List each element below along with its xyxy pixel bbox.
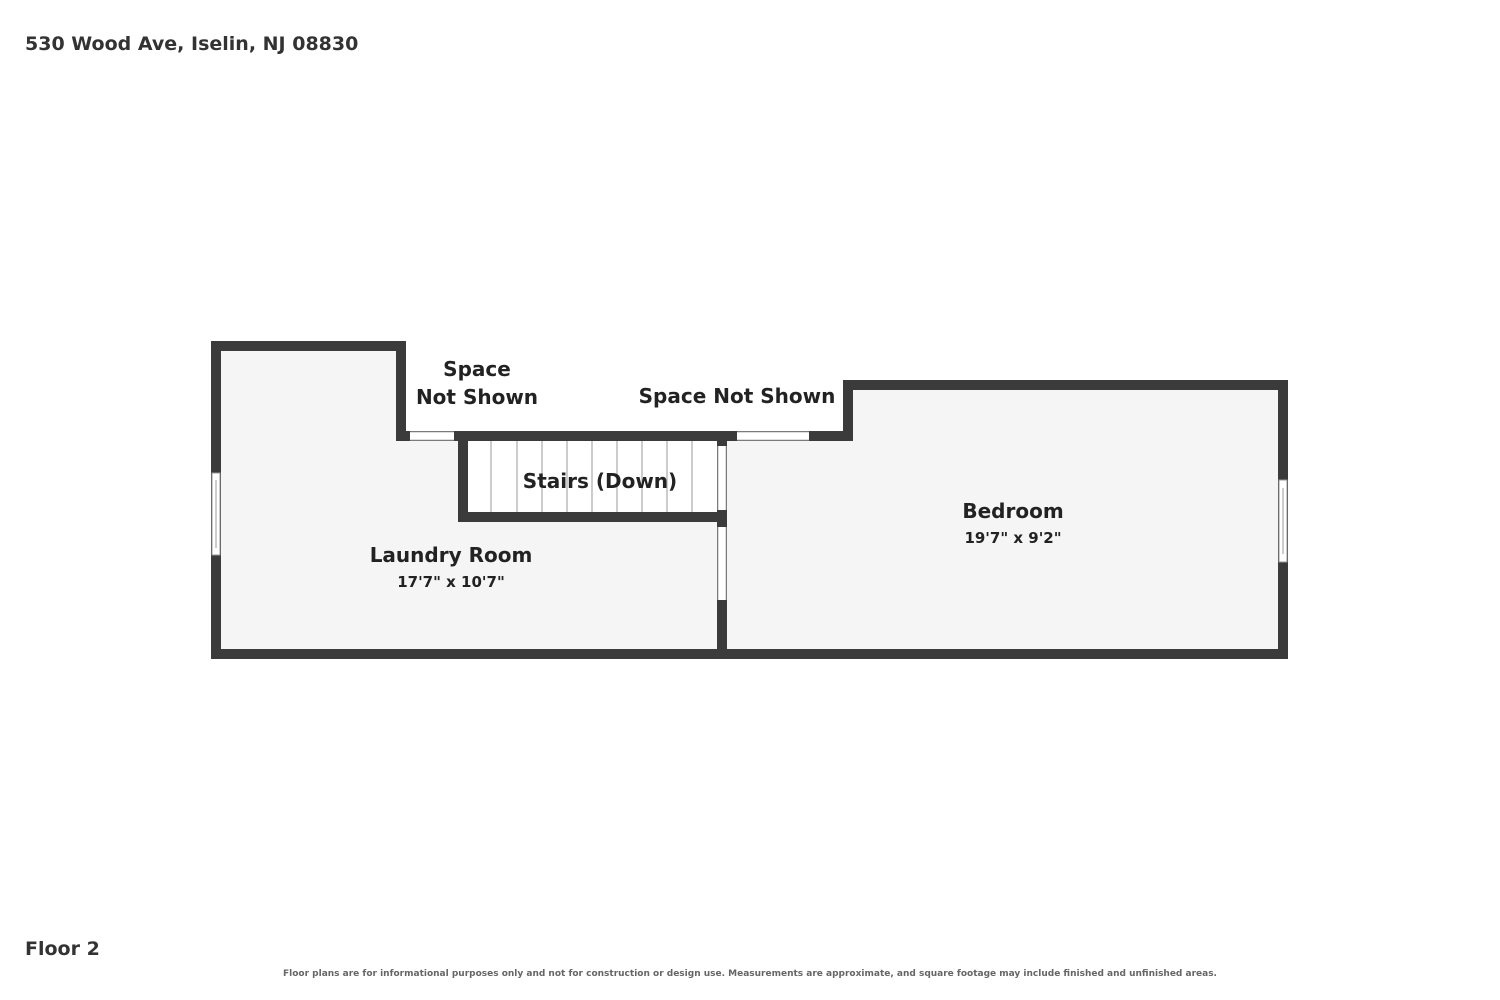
bedroom-floor	[721, 385, 1283, 654]
bedroom-dims: 19'7" x 9'2"	[964, 529, 1061, 547]
laundry-room-dims: 17'7" x 10'7"	[397, 573, 505, 591]
stair-treads	[490, 441, 693, 512]
space-not-shown-left-line2: Not Shown	[416, 385, 538, 409]
opening-top-middle	[737, 432, 809, 440]
stair-wall	[458, 431, 727, 522]
openings	[211, 431, 1288, 600]
laundry-room-name: Laundry Room	[370, 543, 533, 567]
stairs-label: Stairs (Down)	[523, 469, 677, 493]
floor-label: Floor 2	[25, 938, 100, 960]
space-not-shown-left-line1: Space	[443, 357, 511, 381]
opening-top-left	[410, 432, 454, 440]
opening-divider	[718, 527, 726, 600]
property-address: 530 Wood Ave, Iselin, NJ 08830	[25, 33, 359, 55]
bedroom-name: Bedroom	[962, 499, 1063, 523]
outer-wall	[211, 341, 1288, 659]
space-not-shown-right: Space Not Shown	[639, 384, 836, 408]
opening-stairs-side	[718, 446, 726, 510]
disclaimer: Floor plans are for informational purpos…	[283, 969, 1217, 979]
